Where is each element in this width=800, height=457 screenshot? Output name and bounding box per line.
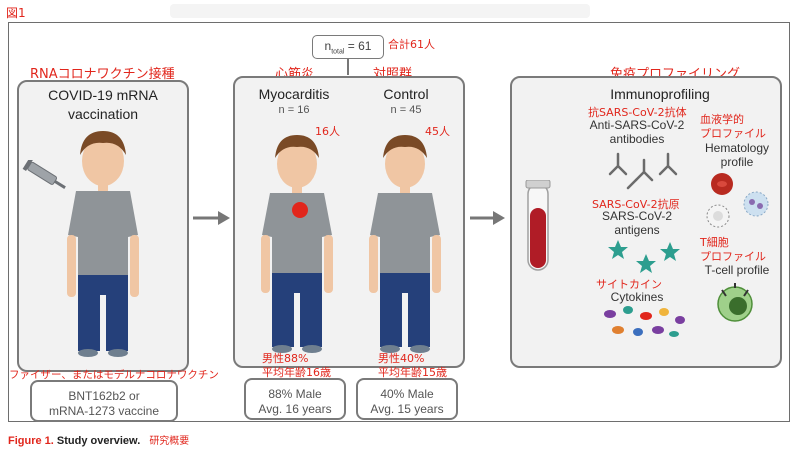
boy-figure-control	[369, 135, 441, 353]
vacc-stat-line2: mRNA-1273 vaccine	[48, 404, 160, 418]
antibodies-jp: 抗SARS-CoV-2抗体	[588, 106, 687, 119]
immuno-title: Immunoprofiling	[610, 86, 710, 102]
control-n: n = 45	[390, 104, 422, 116]
antigens-label: SARS-CoV-2 antigens	[592, 209, 682, 237]
total-n: n	[324, 39, 332, 53]
cytokines-jp: サイトカイン	[596, 278, 662, 291]
t-cell-icon	[717, 283, 753, 322]
figure-frame	[8, 22, 790, 422]
boy-figure-vaccination	[67, 131, 139, 357]
control-jp-demo: 男性40% 平均年齢15歳	[378, 352, 447, 380]
antibodies-line2: antibodies	[609, 132, 665, 146]
vacc-stat-line1: BNT162b2 or	[68, 389, 140, 403]
antigens-line1: SARS-CoV-2	[601, 209, 673, 223]
myocarditis-jp-n: 16人	[315, 125, 340, 138]
boy-figure-myocarditis	[261, 135, 333, 353]
total-value: = 61	[347, 39, 372, 53]
antibodies-line1: Anti-SARS-CoV-2	[589, 118, 685, 132]
cytokines-label: Cytokines	[610, 290, 664, 304]
hema-line2: profile	[720, 155, 754, 169]
tcell-jp-line2: プロファイル	[700, 250, 766, 263]
antigen-icons	[608, 240, 680, 273]
antibody-icons	[608, 152, 678, 190]
vacc-jp-bottom: ファイザー、またはモデルナコロナワクチン	[9, 369, 219, 381]
control-stat-box: 40% Male Avg. 15 years	[356, 378, 458, 420]
myocarditis-title: Myocarditis	[258, 86, 330, 102]
hema-line1: Hematology	[704, 141, 770, 155]
total-box: ntotal = 61	[312, 35, 384, 59]
tcell-jp: T細胞 プロファイル	[700, 236, 766, 264]
caption-title: Study overview.	[56, 435, 141, 447]
tcell-label: T-cell profile	[704, 263, 770, 277]
control-title: Control	[383, 86, 429, 102]
myo-jp-male: 男性88%	[262, 352, 309, 365]
watermark-band	[170, 4, 590, 18]
hema-jp-line2: プロファイル	[700, 127, 766, 140]
vacc-title-line2: vaccination	[67, 106, 139, 122]
vacc-jp-title: RNAコロナワクチン接種	[30, 67, 175, 82]
cytokine-icons	[604, 306, 685, 337]
ctrl-stat-line2: Avg. 15 years	[370, 402, 444, 416]
myocarditis-n: n = 16	[278, 104, 310, 116]
total-jp: 合計61人	[388, 38, 435, 51]
blood-cell-icons	[706, 173, 769, 228]
vaccination-stat-box: BNT162b2 or mRNA-1273 vaccine	[30, 380, 178, 422]
caption-label: Figure 1.	[8, 435, 54, 447]
total-sub: total	[331, 48, 345, 56]
myocarditis-jp-demo: 男性88% 平均年齢16歳	[262, 352, 331, 380]
antigens-jp: SARS-CoV-2抗原	[592, 198, 680, 211]
hema-label: Hematology profile	[696, 141, 778, 169]
vaccination-title: COVID-19 mRNA vaccination	[17, 86, 189, 124]
vacc-title-line1: COVID-19 mRNA	[48, 87, 158, 103]
blood-tube-icon	[525, 180, 551, 271]
hema-jp: 血液学的 プロファイル	[700, 113, 766, 141]
inflamed-heart-icon	[292, 202, 308, 218]
myo-jp-age: 平均年齢16歳	[262, 366, 331, 379]
figure-tag: 図1	[6, 6, 26, 20]
syringe-icon	[22, 160, 66, 189]
caption-jp: 研究概要	[149, 436, 190, 447]
figure-caption: Figure 1. Study overview. 研究概要	[8, 432, 189, 447]
ctrl-jp-male: 男性40%	[378, 352, 425, 365]
ctrl-jp-age: 平均年齢15歳	[378, 366, 447, 379]
tcell-jp-line1: T細胞	[700, 236, 729, 249]
antibodies-label: Anti-SARS-CoV-2 antibodies	[585, 118, 689, 146]
myo-stat-line1: 88% Male	[268, 387, 322, 401]
control-jp-n: 45人	[425, 125, 450, 138]
antigens-line2: antigens	[614, 223, 660, 237]
hema-jp-line1: 血液学的	[700, 113, 744, 126]
myo-stat-line2: Avg. 16 years	[258, 402, 332, 416]
ctrl-stat-line1: 40% Male	[380, 387, 434, 401]
myocarditis-stat-box: 88% Male Avg. 16 years	[244, 378, 346, 420]
